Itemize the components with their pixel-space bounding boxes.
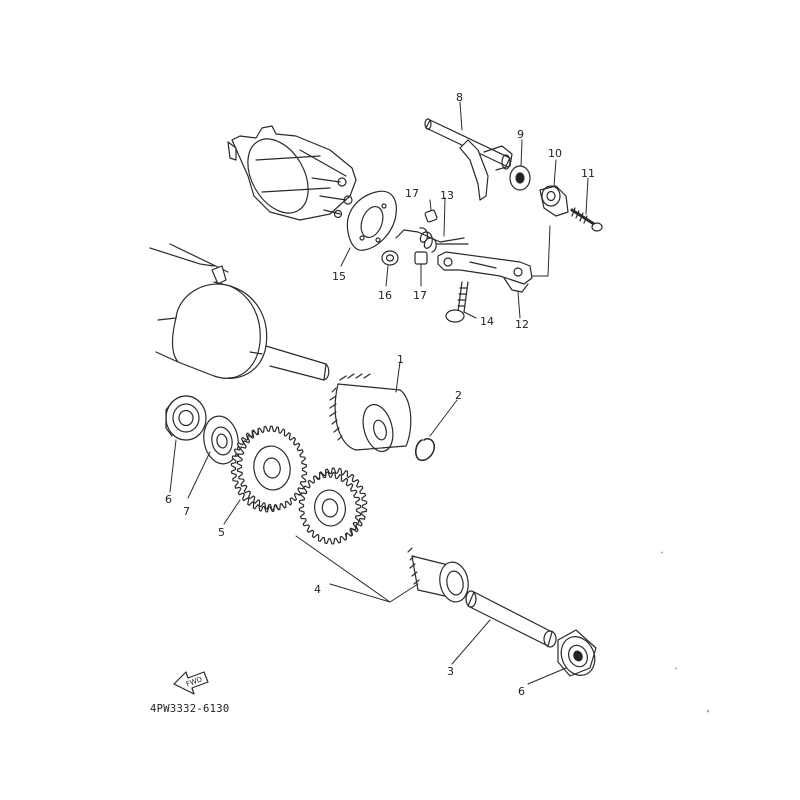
shaft-3 xyxy=(466,591,556,647)
plate-15 xyxy=(347,191,396,250)
callout-6-right: 6 xyxy=(518,685,525,698)
fwd-arrow-icon: FWD xyxy=(173,671,209,695)
callout-15: 15 xyxy=(332,270,346,283)
gear-4-upper xyxy=(299,468,366,544)
gear-hub xyxy=(312,488,348,528)
starter-motor xyxy=(150,244,329,380)
gear-4-lower xyxy=(408,548,471,604)
callout-13: 13 xyxy=(440,189,454,202)
washer-7 xyxy=(200,413,242,466)
fork-8 xyxy=(425,119,512,200)
callout-10: 10 xyxy=(548,147,562,160)
gear-bore xyxy=(262,457,281,479)
collar-9 xyxy=(510,166,530,190)
scan-marks xyxy=(661,551,709,713)
leader-lines xyxy=(169,101,589,685)
gear-hub xyxy=(251,444,293,493)
callout-2: 2 xyxy=(455,389,462,402)
roller-17-bottom xyxy=(415,252,427,264)
callout-9: 9 xyxy=(517,128,524,141)
gear-bore xyxy=(321,498,339,518)
callout-1: 1 xyxy=(397,353,404,366)
callout-6-left: 6 xyxy=(165,493,172,506)
callout-14: 14 xyxy=(480,315,494,328)
nut-16 xyxy=(382,251,398,265)
callout-4: 4 xyxy=(314,583,321,596)
starter-solenoid xyxy=(228,126,356,224)
callout-17-top: 17 xyxy=(405,187,419,200)
callout-16: 16 xyxy=(378,289,392,302)
part-number-label: 4PW3332-6130 xyxy=(150,703,230,715)
bearing-6-left xyxy=(166,396,206,440)
bearing-6-right xyxy=(555,630,601,681)
gear-1 xyxy=(330,374,411,455)
circlip-2 xyxy=(416,439,435,460)
gear-front-face xyxy=(299,472,360,544)
callout-8: 8 xyxy=(456,91,463,104)
callout-7: 7 xyxy=(183,505,190,518)
bushing-10 xyxy=(540,186,568,216)
bolt-11 xyxy=(572,208,602,231)
callout-12: 12 xyxy=(515,318,529,331)
callout-11: 11 xyxy=(581,167,595,180)
callout-3: 3 xyxy=(447,665,454,678)
roller-17-top xyxy=(425,210,438,223)
bolt-14 xyxy=(446,282,468,322)
spring-13 xyxy=(396,228,468,252)
gear-5 xyxy=(231,426,306,512)
lever-12 xyxy=(438,252,532,292)
callout-17-bottom: 17 xyxy=(413,289,427,302)
callout-5: 5 xyxy=(218,526,225,539)
gear-front-face xyxy=(237,426,306,510)
